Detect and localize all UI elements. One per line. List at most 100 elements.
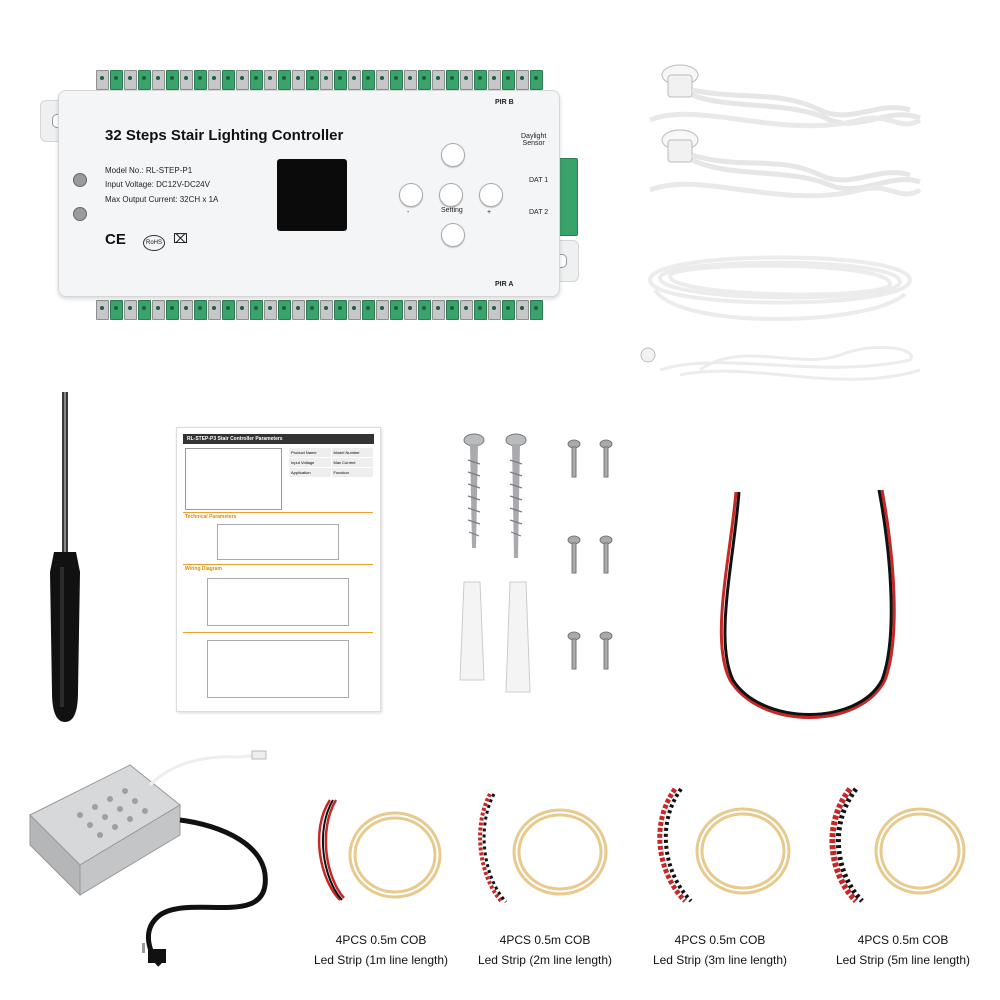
manual-parameter-table: Product Name Model Number Input Voltage … bbox=[289, 448, 373, 508]
pir-b-label: PIR B bbox=[495, 99, 514, 106]
left-button[interactable] bbox=[399, 183, 423, 207]
channel-terminal: 6 bbox=[236, 286, 264, 320]
channel-terminal: 7 bbox=[264, 286, 292, 320]
terminal-screw bbox=[96, 300, 109, 320]
caption-line1: 4PCS 0.5m COB bbox=[499, 933, 591, 947]
pir-sensor-2 bbox=[649, 129, 922, 199]
channel-terminal: 23 bbox=[348, 70, 376, 104]
extension-cable-coil bbox=[648, 255, 913, 321]
wall-anchor-1 bbox=[459, 581, 485, 681]
terminal-screw bbox=[152, 70, 165, 90]
channel-terminal: 25 bbox=[292, 70, 320, 104]
terminal-screw bbox=[236, 300, 249, 320]
terminal-screw bbox=[502, 70, 515, 90]
dat2-label: DAT 2 bbox=[529, 209, 549, 216]
terminal-screw bbox=[110, 70, 123, 90]
terminal-screw bbox=[418, 300, 431, 320]
manual-section-technical: Technical Parameters bbox=[185, 514, 237, 520]
channel-terminal: 9 bbox=[320, 286, 348, 320]
caption-line1: 4PCS 0.5m COB bbox=[857, 933, 949, 947]
channel-terminal: 3 bbox=[152, 286, 180, 320]
terminal-screw bbox=[362, 300, 375, 320]
caption-line1: 4PCS 0.5m COB bbox=[335, 933, 427, 947]
minus-label: - bbox=[407, 209, 410, 216]
rohs-mark: RoHS bbox=[143, 235, 166, 251]
terminal-screw bbox=[180, 300, 193, 320]
terminal-screw bbox=[404, 70, 417, 90]
terminal-screw bbox=[376, 70, 389, 90]
pir-a-label: PIR A bbox=[495, 281, 514, 288]
terminal-screw bbox=[152, 300, 165, 320]
long-screw-2 bbox=[505, 433, 527, 558]
ce-mark: CE bbox=[105, 231, 126, 248]
cob-caption-3: 4PCS 0.5m COB Led Strip (3m line length) bbox=[635, 930, 805, 970]
terminal-screw bbox=[236, 70, 249, 90]
terminal-screw bbox=[460, 300, 473, 320]
terminal-screw bbox=[404, 300, 417, 320]
terminal-screw bbox=[138, 70, 151, 90]
terminal-screw bbox=[124, 300, 137, 320]
terminal-screw bbox=[96, 70, 109, 90]
terminal-screw bbox=[222, 300, 235, 320]
channel-terminal: 27 bbox=[236, 70, 264, 104]
screws-and-anchors bbox=[459, 433, 613, 693]
manual-divider bbox=[183, 564, 373, 565]
setting-button[interactable] bbox=[439, 183, 463, 207]
right-button[interactable] bbox=[479, 183, 503, 207]
down-button[interactable] bbox=[441, 223, 465, 247]
terminal-screw bbox=[348, 70, 361, 90]
terminal-screw bbox=[390, 70, 403, 90]
channel-terminal: 2 bbox=[124, 286, 152, 320]
terminal-screw bbox=[166, 70, 179, 90]
terminal-screw bbox=[250, 70, 263, 90]
small-screws bbox=[567, 439, 613, 670]
terminal-screw bbox=[334, 300, 347, 320]
manual-divider bbox=[183, 512, 373, 513]
manual-table-cell: Product Name bbox=[289, 448, 331, 457]
caption-line2: Led Strip (5m line length) bbox=[835, 953, 971, 967]
cob-strip-2 bbox=[478, 793, 608, 904]
cob-strip-4 bbox=[829, 787, 966, 904]
terminal-screw bbox=[250, 300, 263, 320]
terminal-screw bbox=[446, 70, 459, 90]
manual-title: RL-STEP-P3 Stair Controller Parameters bbox=[183, 434, 374, 444]
terminal-screw bbox=[194, 70, 207, 90]
terminal-screw bbox=[446, 300, 459, 320]
caption-line2: Led Strip (1m line length) bbox=[313, 953, 449, 967]
manual-technical-diagram bbox=[217, 524, 339, 560]
terminal-screw bbox=[432, 70, 445, 90]
channel-terminal: 16 bbox=[516, 286, 544, 320]
cob-strip-1 bbox=[317, 799, 442, 901]
terminal-screw bbox=[208, 300, 221, 320]
terminal-screw bbox=[418, 70, 431, 90]
manual-wiring-diagram-2 bbox=[207, 640, 349, 698]
power-screw-negative bbox=[73, 207, 87, 221]
top-terminal-block: 32313029282726252423222120191817 bbox=[96, 70, 544, 104]
channel-terminal: 5 bbox=[208, 286, 236, 320]
terminal-screw bbox=[292, 70, 305, 90]
manual-table-cell: Application bbox=[289, 468, 331, 477]
terminal-screw bbox=[180, 70, 193, 90]
up-button[interactable] bbox=[441, 143, 465, 167]
terminal-screw bbox=[474, 300, 487, 320]
channel-terminal: 28 bbox=[208, 70, 236, 104]
terminal-screw bbox=[306, 70, 319, 90]
terminal-screw bbox=[460, 70, 473, 90]
channel-terminal: 12 bbox=[404, 286, 432, 320]
manual-table-cell: Max Current bbox=[331, 458, 373, 467]
dat1-label: DAT 1 bbox=[529, 177, 549, 184]
caption-line2: Led Strip (2m line length) bbox=[477, 953, 613, 967]
channel-terminal: 21 bbox=[404, 70, 432, 104]
terminal-screw bbox=[488, 70, 501, 90]
terminal-screw bbox=[320, 300, 333, 320]
terminal-screw bbox=[264, 70, 277, 90]
terminal-screw bbox=[474, 70, 487, 90]
terminal-screw bbox=[166, 300, 179, 320]
channel-terminal: 13 bbox=[432, 286, 460, 320]
terminal-screw bbox=[320, 70, 333, 90]
controller-body: 32 Steps Stair Lighting Controller Model… bbox=[58, 90, 560, 297]
caption-line1: 4PCS 0.5m COB bbox=[674, 933, 766, 947]
instruction-manual: RL-STEP-P3 Stair Controller Parameters P… bbox=[176, 427, 381, 712]
channel-terminal: 8 bbox=[292, 286, 320, 320]
channel-terminal: 31 bbox=[124, 70, 152, 104]
